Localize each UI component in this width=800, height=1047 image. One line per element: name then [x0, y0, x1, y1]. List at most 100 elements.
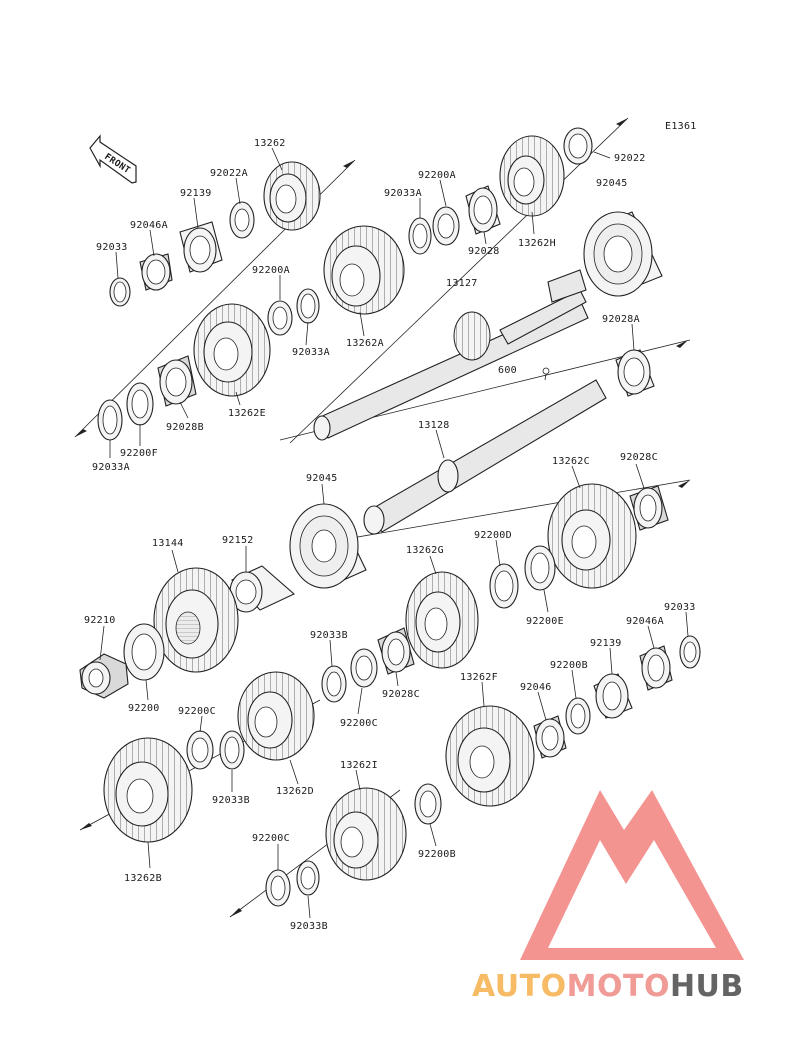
washer-92200B-right[interactable] [565, 697, 591, 735]
needle-bearing-92046A[interactable] [139, 253, 173, 291]
label-92200B-right[interactable]: 92200B [550, 660, 588, 671]
circlip-92033-right[interactable] [679, 635, 701, 669]
circlip-92033A-bottom[interactable] [97, 399, 123, 441]
gear-13262H[interactable] [499, 135, 565, 217]
label-13127[interactable]: 13127 [446, 278, 478, 289]
washer-92200A-top[interactable] [432, 206, 460, 246]
needle-bearing-92028C-mid[interactable] [377, 627, 415, 675]
label-92139-right[interactable]: 92139 [590, 638, 622, 649]
label-92028[interactable]: 92028 [468, 246, 500, 257]
label-13262H[interactable]: 13262H [518, 238, 556, 249]
label-13262G[interactable]: 13262G [406, 545, 444, 556]
gear-13262F[interactable] [445, 705, 535, 807]
needle-bearing-92046[interactable] [533, 715, 567, 759]
sleeve-92152[interactable] [229, 565, 295, 613]
label-13262A[interactable]: 13262A [346, 338, 384, 349]
label-92033A[interactable]: 92033A [292, 347, 330, 358]
label-92033A-top[interactable]: 92033A [384, 188, 422, 199]
ball-bearing-92045-top[interactable] [583, 211, 663, 297]
label-92152[interactable]: 92152 [222, 535, 254, 546]
bushing-92028A[interactable] [615, 349, 655, 397]
label-92200F[interactable]: 92200F [120, 448, 158, 459]
sprocket-13144[interactable] [153, 567, 239, 673]
label-600[interactable]: 600 [498, 365, 517, 376]
circlip-92033A-left[interactable] [296, 288, 320, 324]
label-92045-mid[interactable]: 92045 [306, 473, 338, 484]
circlip-92033[interactable] [109, 277, 131, 307]
label-92033[interactable]: 92033 [96, 242, 128, 253]
label-13262E[interactable]: 13262E [228, 408, 266, 419]
washer-92200E[interactable] [524, 545, 556, 591]
label-92033B-bottom[interactable]: 92033B [290, 921, 328, 932]
label-13262B[interactable]: 13262B [124, 873, 162, 884]
gear-13262E[interactable] [193, 303, 271, 397]
output-shaft-13128[interactable] [363, 367, 607, 535]
label-92033A-bottom[interactable]: 92033A [92, 462, 130, 473]
circlip-92033B-bottom[interactable] [296, 860, 320, 896]
circlip-92033B-mid[interactable] [321, 665, 347, 703]
circlip-92033B-left[interactable] [219, 730, 245, 770]
washer-92200A-left[interactable] [267, 300, 293, 336]
label-13262F[interactable]: 13262F [460, 672, 498, 683]
label-92200E[interactable]: 92200E [526, 616, 564, 627]
label-92200A-top[interactable]: 92200A [418, 170, 456, 181]
needle-bearing-92046A-right[interactable] [639, 645, 673, 691]
label-92200C-mid[interactable]: 92200C [340, 718, 378, 729]
label-92028C-mid[interactable]: 92028C [382, 689, 420, 700]
label-92139[interactable]: 92139 [180, 188, 212, 199]
label-92200C-bottom[interactable]: 92200C [252, 833, 290, 844]
bushing-92028[interactable] [465, 185, 501, 235]
watermark-text: AUTOMOTOHUB [472, 969, 744, 1004]
gear-13262I[interactable] [325, 787, 407, 881]
label-13262D[interactable]: 13262D [276, 786, 314, 797]
circlip-92033A-top[interactable] [408, 217, 432, 255]
input-shaft-13127[interactable] [313, 269, 589, 441]
needle-bearing-92028B[interactable] [157, 355, 197, 407]
collar-92139-right[interactable] [593, 673, 633, 719]
gear-13262A[interactable] [323, 225, 405, 315]
label-92200A[interactable]: 92200A [252, 265, 290, 276]
washer-92200C-mid[interactable] [350, 648, 378, 688]
washer-92200[interactable] [123, 623, 165, 681]
washer-92200C-left[interactable] [186, 730, 214, 770]
label-13262I[interactable]: 13262I [340, 760, 378, 771]
ball-bearing-92045-mid[interactable] [289, 503, 367, 589]
washer-92200D[interactable] [489, 563, 519, 609]
label-92046A-right[interactable]: 92046A [626, 616, 664, 627]
washer-92200F[interactable] [126, 382, 154, 426]
leader-lines [99, 147, 689, 919]
label-92028A[interactable]: 92028A [602, 314, 640, 325]
washer-92022[interactable] [563, 127, 593, 165]
label-92200D[interactable]: 92200D [474, 530, 512, 541]
nut-92210[interactable] [79, 653, 129, 699]
label-92200B-bottom[interactable]: 92200B [418, 849, 456, 860]
label-92033B-left[interactable]: 92033B [212, 795, 250, 806]
gear-13262D[interactable] [237, 671, 315, 761]
gear-13262[interactable] [263, 161, 321, 231]
needle-bearing-92028C-top[interactable] [629, 485, 669, 531]
gear-13262G[interactable] [405, 571, 479, 669]
label-92045-top[interactable]: 92045 [596, 178, 628, 189]
label-92022[interactable]: 92022 [614, 153, 646, 164]
label-92022A[interactable]: 92022A [210, 168, 248, 179]
label-92210[interactable]: 92210 [84, 615, 116, 626]
gear-13262B[interactable] [103, 737, 193, 843]
washer-92200B-bottom[interactable] [414, 783, 442, 825]
label-92046A[interactable]: 92046A [130, 220, 168, 231]
label-13144[interactable]: 13144 [152, 538, 184, 549]
label-92200[interactable]: 92200 [128, 703, 160, 714]
label-92028C-top[interactable]: 92028C [620, 452, 658, 463]
label-13262[interactable]: 13262 [254, 138, 286, 149]
label-92046[interactable]: 92046 [520, 682, 552, 693]
automotohub-watermark: AUTOMOTOHUB [472, 790, 744, 1004]
label-92033-right[interactable]: 92033 [664, 602, 696, 613]
label-92033B-mid[interactable]: 92033B [310, 630, 348, 641]
gear-13262C[interactable] [547, 483, 637, 589]
washer-92022A[interactable] [229, 201, 255, 239]
label-13262C[interactable]: 13262C [552, 456, 590, 467]
label-13128[interactable]: 13128 [418, 420, 450, 431]
collar-92139[interactable] [179, 221, 223, 273]
label-92200C-left[interactable]: 92200C [178, 706, 216, 717]
label-92028B[interactable]: 92028B [166, 422, 204, 433]
washer-92200C-bottom[interactable] [265, 869, 291, 907]
